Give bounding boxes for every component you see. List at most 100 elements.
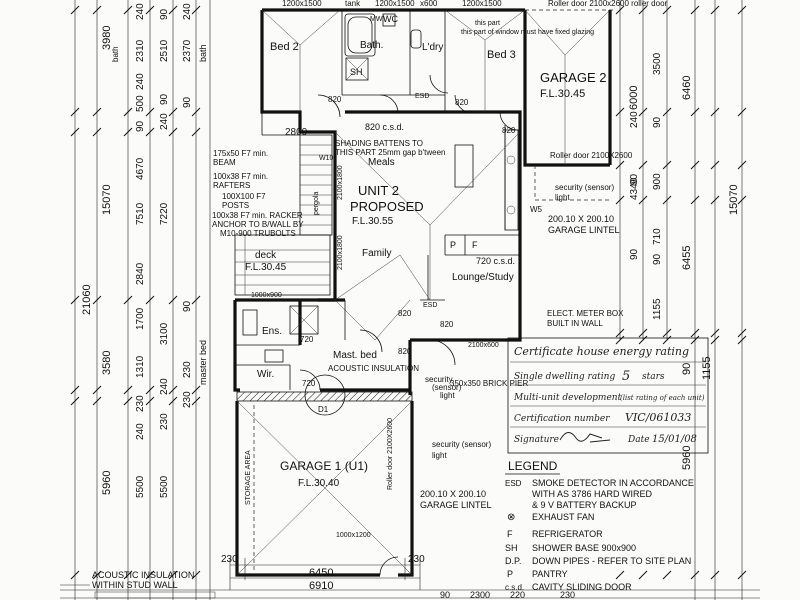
dimension-tick bbox=[662, 5, 672, 15]
dimension-tick bbox=[145, 127, 155, 137]
legend-code-shower: SH bbox=[505, 543, 518, 553]
dimension-tick bbox=[123, 570, 133, 580]
svg-text:2310: 2310 bbox=[135, 39, 146, 62]
security-note-3b: light bbox=[432, 451, 447, 460]
unit-1-walls bbox=[233, 298, 522, 577]
dimension-tick bbox=[662, 107, 672, 117]
csd-720-label: 720 c.s.d. bbox=[476, 256, 515, 266]
window-note-1: this part bbox=[475, 20, 500, 27]
dimension-tick bbox=[168, 127, 178, 137]
dimension-tick bbox=[638, 335, 648, 345]
energy-row-2-note: (list rating of each unit) bbox=[620, 394, 705, 402]
svg-text:1200x1500: 1200x1500 bbox=[282, 0, 322, 8]
roller-mid-label: Roller door 2100X2600 bbox=[550, 151, 633, 160]
dimension-tick bbox=[191, 396, 201, 406]
room-garage-1: GARAGE 1 (U1) bbox=[280, 459, 368, 473]
dimension-tick bbox=[92, 295, 102, 305]
dimension-tick bbox=[710, 570, 720, 580]
svg-text:6000: 6000 bbox=[628, 86, 640, 110]
legend-desc-shower: SHOWER BASE 900x900 bbox=[532, 543, 636, 553]
w5-label: W5 bbox=[530, 205, 543, 214]
svg-text:220: 220 bbox=[510, 590, 525, 600]
dimension-tick bbox=[168, 385, 178, 395]
dimension-tick bbox=[168, 570, 178, 580]
svg-text:240: 240 bbox=[159, 113, 170, 130]
dimension-tick bbox=[615, 335, 625, 345]
energy-row-1-label: Single dwelling rating bbox=[514, 372, 615, 382]
svg-text:230: 230 bbox=[182, 361, 193, 378]
dimension-tick bbox=[737, 107, 747, 117]
legend-code-pantry: P bbox=[507, 569, 513, 579]
legend-desc-csd: CAVITY SLIDING DOOR bbox=[532, 582, 632, 592]
dimension-tick bbox=[92, 5, 102, 15]
room-bed-2: Bed 2 bbox=[270, 41, 299, 53]
svg-text:2300: 2300 bbox=[470, 590, 490, 600]
room-meals: Meals bbox=[368, 157, 395, 168]
svg-text:1200x1500: 1200x1500 bbox=[375, 0, 415, 8]
dimension-tick bbox=[662, 335, 672, 345]
garage-1-floor-level: F.L.30.40 bbox=[298, 478, 340, 489]
dimension-tick bbox=[92, 127, 102, 137]
dimension-tick bbox=[70, 570, 80, 580]
svg-text:230: 230 bbox=[408, 554, 425, 565]
dimension-tick bbox=[92, 396, 102, 406]
svg-text:2510: 2510 bbox=[159, 39, 170, 62]
wc-label: WC bbox=[383, 14, 398, 24]
room-master-bed: Mast. bed bbox=[333, 350, 377, 361]
energy-stars-unit: stars bbox=[642, 372, 665, 382]
dimension-tick bbox=[168, 396, 178, 406]
energy-rating-stamp: Certificate house energy rating Single d… bbox=[507, 337, 709, 454]
dimension-tick bbox=[191, 385, 201, 395]
dimension-tick bbox=[710, 328, 720, 338]
svg-text:230: 230 bbox=[182, 391, 193, 408]
dimension-tick bbox=[690, 328, 700, 338]
svg-text:90: 90 bbox=[159, 8, 170, 20]
dimension-tick bbox=[638, 160, 648, 170]
legend-code-fridge: F bbox=[507, 529, 513, 539]
security-note-2c: light bbox=[440, 391, 455, 400]
dimension-tick bbox=[638, 107, 648, 117]
svg-text:6455: 6455 bbox=[681, 246, 693, 270]
svg-text:230: 230 bbox=[221, 554, 238, 565]
door-820-f: 820 bbox=[398, 347, 412, 356]
svg-text:2370: 2370 bbox=[182, 39, 193, 62]
svg-text:5500: 5500 bbox=[159, 475, 170, 498]
svg-text:240: 240 bbox=[629, 111, 640, 128]
dimension-tick bbox=[690, 195, 700, 205]
svg-text:4670: 4670 bbox=[135, 157, 146, 180]
room-family: Family bbox=[362, 248, 391, 259]
dimension-tick bbox=[70, 385, 80, 395]
security-note-1a: security (sensor) bbox=[555, 183, 614, 192]
svg-text:240: 240 bbox=[135, 3, 146, 20]
svg-text:6450: 6450 bbox=[309, 567, 333, 579]
dimension-tick bbox=[710, 195, 720, 205]
door-820-b: 820 bbox=[455, 98, 469, 107]
svg-text:90: 90 bbox=[182, 300, 193, 312]
svg-text:230: 230 bbox=[135, 395, 146, 412]
posts-note-1: 100X100 F7 bbox=[222, 192, 266, 201]
meter-note-2: BUILT IN WALL bbox=[547, 319, 603, 328]
svg-text:90: 90 bbox=[681, 363, 693, 375]
legend-desc-esd-3: & 9 V BATTERY BACKUP bbox=[532, 500, 637, 510]
window-2100x600: 2100x600 bbox=[468, 342, 499, 349]
deck-label: deck bbox=[255, 250, 277, 261]
dimension-tick bbox=[123, 295, 133, 305]
svg-text:900: 900 bbox=[652, 173, 663, 190]
dimension-tick bbox=[70, 5, 80, 15]
dimension-tick bbox=[92, 385, 102, 395]
dimension-tick bbox=[710, 160, 720, 170]
dimension-tick bbox=[737, 195, 747, 205]
svg-text:90: 90 bbox=[135, 120, 146, 132]
security-note-3a: security (sensor) bbox=[432, 440, 491, 449]
dimension-tick bbox=[92, 570, 102, 580]
energy-date-label: Date bbox=[627, 435, 650, 445]
dimension-tick bbox=[123, 127, 133, 137]
garage-2-floor-level: F.L.30.45 bbox=[540, 88, 585, 100]
energy-row-4-label: Signature bbox=[514, 435, 559, 445]
garage-2-lintel-1: 200.10 X 200.10 bbox=[548, 214, 614, 224]
dim-15070-left: 15070 bbox=[101, 184, 113, 215]
roller-top-label: Roller door 2100x2600 roller door bbox=[548, 0, 668, 8]
garage-1-lintel-1: 200.10 X 200.10 bbox=[420, 489, 486, 499]
energy-cert-number: VIC/061033 bbox=[625, 411, 691, 424]
